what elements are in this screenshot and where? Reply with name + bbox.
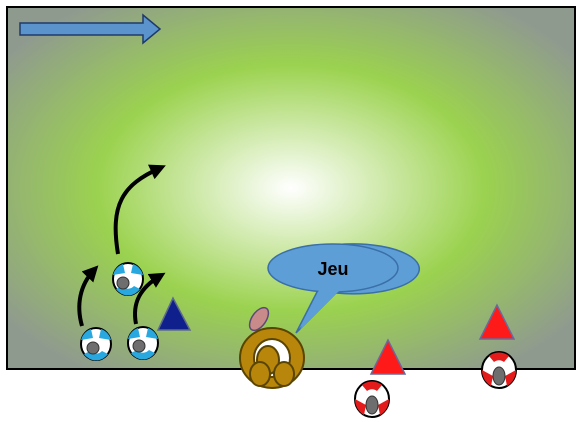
pitch [6, 6, 576, 370]
movement-arrow-right [133, 272, 166, 325]
blue-player-right [127, 326, 159, 360]
red-cone-icon [478, 303, 516, 340]
direction-arrow-icon [19, 13, 162, 45]
red-player-left [354, 380, 390, 418]
referee-flag [248, 306, 270, 332]
red-player-right [481, 351, 517, 389]
blue-player-top [112, 262, 144, 296]
speech-bubble-text: Jeu [317, 259, 348, 279]
blue-player-left [80, 327, 112, 361]
blue-cone-icon [156, 296, 192, 331]
speech-bubble: Jeu [267, 243, 421, 334]
movement-arrow-left [77, 265, 99, 327]
red-cone-icon [369, 338, 407, 375]
movement-arrow-long [113, 164, 166, 255]
referee-icon [239, 306, 305, 389]
